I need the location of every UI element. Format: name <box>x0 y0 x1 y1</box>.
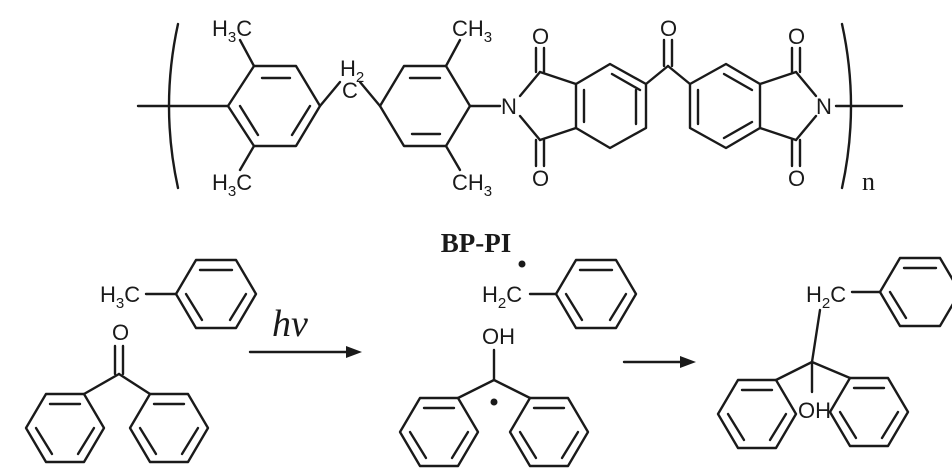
toluene-ring <box>174 258 258 330</box>
product-ring-right <box>828 376 910 448</box>
benzophenone-ring-right <box>128 392 210 464</box>
phthalimide-ring-left <box>574 62 648 150</box>
methyl-label-bottom-right: CH3 <box>452 170 492 200</box>
ketyl-ring-right <box>508 396 590 468</box>
arrow-head-2 <box>680 356 696 368</box>
methyl-label-top-right: CH3 <box>452 16 492 46</box>
imide-oxygen-bottom-left: O <box>532 166 549 191</box>
repeat-index: n <box>862 167 875 196</box>
radical-dot-benzyl <box>518 260 526 268</box>
benzyl-radical-ring <box>554 258 638 330</box>
imide-oxygen-bottom-right: O <box>788 166 805 191</box>
toluene-methyl-label: H3C <box>100 282 140 312</box>
imide-oxygen-top-left: O <box>532 24 549 49</box>
bridge-label: H2 <box>340 56 364 86</box>
light-label: hv <box>272 303 308 345</box>
product-benzyl-ring <box>878 256 952 328</box>
product-ring-left <box>716 378 798 450</box>
imide-oxygen-top-right: O <box>788 24 805 49</box>
methyl-label-bottom-left: H3C <box>212 170 252 200</box>
polymer-structure: H3C H3C H2 C CH3 CH3 N O O O O O N n <box>136 16 904 200</box>
ketyl-ring-left <box>398 396 480 468</box>
radical-dot-ketyl <box>490 398 498 406</box>
imide-nitrogen-right: N <box>816 94 832 119</box>
methyl-label-top-left: H3C <box>212 16 252 46</box>
arrow-head-1 <box>346 346 362 358</box>
ketone-oxygen: O <box>660 16 677 41</box>
bridge-carbon: C <box>342 78 358 103</box>
benzyl-radical-label: H2C <box>482 282 522 312</box>
phthalimide-ring-right <box>688 62 762 150</box>
imide-nitrogen-left: N <box>501 94 517 119</box>
product-hydroxyl-label: OH <box>798 398 831 423</box>
reaction-scheme: H3C O hv H2C OH <box>24 256 952 468</box>
ketyl-hydroxyl-label: OH <box>482 324 515 349</box>
product-methylene-label: H2C <box>806 282 846 312</box>
polymer-name: BP-PI <box>441 228 512 258</box>
benzophenone-oxygen: O <box>112 320 129 345</box>
benzophenone-ring-left <box>24 392 106 464</box>
